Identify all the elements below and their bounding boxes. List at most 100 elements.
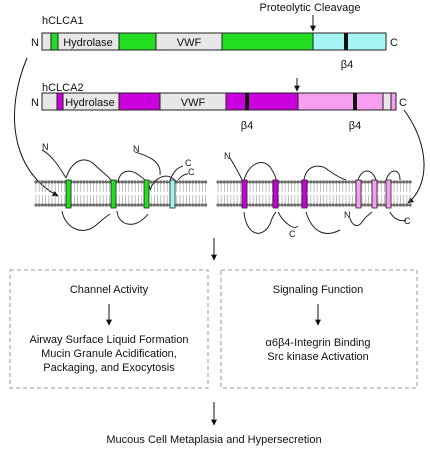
lipid-head (344, 180, 348, 184)
lipid-head (312, 180, 316, 184)
lipid-head (178, 180, 182, 184)
lipid-head (226, 180, 230, 184)
membrane-right-n-tail (229, 157, 243, 181)
lipid-head (315, 180, 319, 184)
lipid-head (318, 203, 322, 207)
hclca2-pink-segment (297, 92, 384, 111)
lipid-head (251, 180, 255, 184)
hclca2-n-terminus: N (31, 97, 39, 109)
lipid-head (204, 203, 208, 207)
lipid-head (156, 180, 160, 184)
lipid-head (341, 180, 345, 184)
lipid-head (108, 180, 112, 184)
lipid-head (235, 203, 239, 207)
lipid-head (328, 203, 332, 207)
lipid-head (79, 180, 83, 184)
lipid-head (44, 180, 48, 184)
membrane-right-c1: C (289, 229, 296, 239)
lipid-head (318, 180, 322, 184)
lipid-head (350, 180, 354, 184)
hclca1-beta4-label: β4 (341, 59, 353, 71)
hclca2-vwf-label: VWF (181, 97, 206, 109)
lipid-head (408, 180, 412, 184)
lipid-head (405, 180, 409, 184)
membrane-right: N N C C (216, 151, 412, 239)
membrane-right-loop-top-1 (243, 162, 277, 181)
lipid-head (290, 203, 294, 207)
lipid-head (254, 203, 258, 207)
hclca2-beta4-marker-1 (245, 93, 249, 110)
lipid-head (312, 203, 316, 207)
lipid-head (34, 180, 38, 184)
lipid-head (395, 203, 399, 207)
lipid-head (85, 180, 89, 184)
lipid-head (120, 180, 124, 184)
lipid-head (402, 180, 406, 184)
hclca1-cyan-segment (312, 32, 387, 51)
lipid-head (124, 203, 128, 207)
lipid-head (350, 203, 354, 207)
lipid-head (309, 203, 313, 207)
lipid-head (140, 180, 144, 184)
lipid-head (92, 203, 96, 207)
lipid-head (50, 203, 54, 207)
lipid-head (95, 203, 99, 207)
lipid-head (379, 180, 383, 184)
lipid-head (331, 180, 335, 184)
lipid-head (127, 180, 131, 184)
hclca2-bar (41, 92, 397, 111)
lipid-head (334, 203, 338, 207)
hclca2-c-terminus: C (399, 97, 407, 109)
lipid-head (338, 203, 342, 207)
lipid-head (53, 180, 57, 184)
hclca1-green-segment-1 (118, 32, 157, 51)
lipid-head (331, 203, 335, 207)
lipid-head (325, 203, 329, 207)
lipid-head (395, 180, 399, 184)
lipid-head (165, 203, 169, 207)
lipid-head (216, 180, 220, 184)
hclca2-purple-segment-2 (225, 92, 299, 111)
lipid-head (188, 180, 192, 184)
lipid-head (267, 203, 271, 207)
curve-arrow-hclca2 (403, 109, 425, 204)
lipid-head (325, 180, 329, 184)
box-right-line1: α6β4-Integrin Binding (265, 337, 370, 349)
lipid-head (398, 180, 402, 184)
lipid-head (117, 203, 121, 207)
lipid-head (149, 203, 153, 207)
lipid-head (101, 180, 105, 184)
lipid-head (200, 203, 204, 207)
lipid-head (56, 203, 61, 207)
lipid-head (238, 180, 242, 184)
hclca1-green-segment-2 (221, 32, 314, 51)
box-left-line3: Packaging, and Exocytosis (43, 362, 175, 374)
lipid-head (248, 180, 252, 184)
lipid-head (108, 203, 112, 207)
box-signaling-function (220, 269, 418, 389)
lipid-head (264, 180, 268, 184)
lipid-head (104, 180, 108, 184)
lipid-head (92, 180, 96, 184)
lipid-head (197, 203, 201, 207)
lipid-head (191, 203, 195, 207)
lipid-head (222, 180, 226, 184)
lipid-head (344, 203, 348, 207)
lipid-head (296, 180, 300, 184)
lipid-head (382, 180, 386, 184)
lipid-head (204, 180, 208, 184)
lipid-head (79, 203, 83, 207)
lipid-head (191, 180, 195, 184)
membrane-left: N N C C (34, 142, 208, 231)
lipid-head (188, 203, 192, 207)
membrane-right-loop-bottom-3 (349, 211, 373, 226)
lipid-head (165, 180, 169, 184)
membrane-left-c2: C (188, 167, 195, 177)
lipid-head (382, 203, 386, 207)
lipid-head (334, 180, 338, 184)
lipid-head (175, 203, 179, 207)
lipid-head (53, 203, 57, 207)
membrane-left-c1: C (185, 158, 192, 168)
lipid-head (37, 180, 41, 184)
box-left-line2: Mucin Granule Acidification, (41, 348, 177, 360)
